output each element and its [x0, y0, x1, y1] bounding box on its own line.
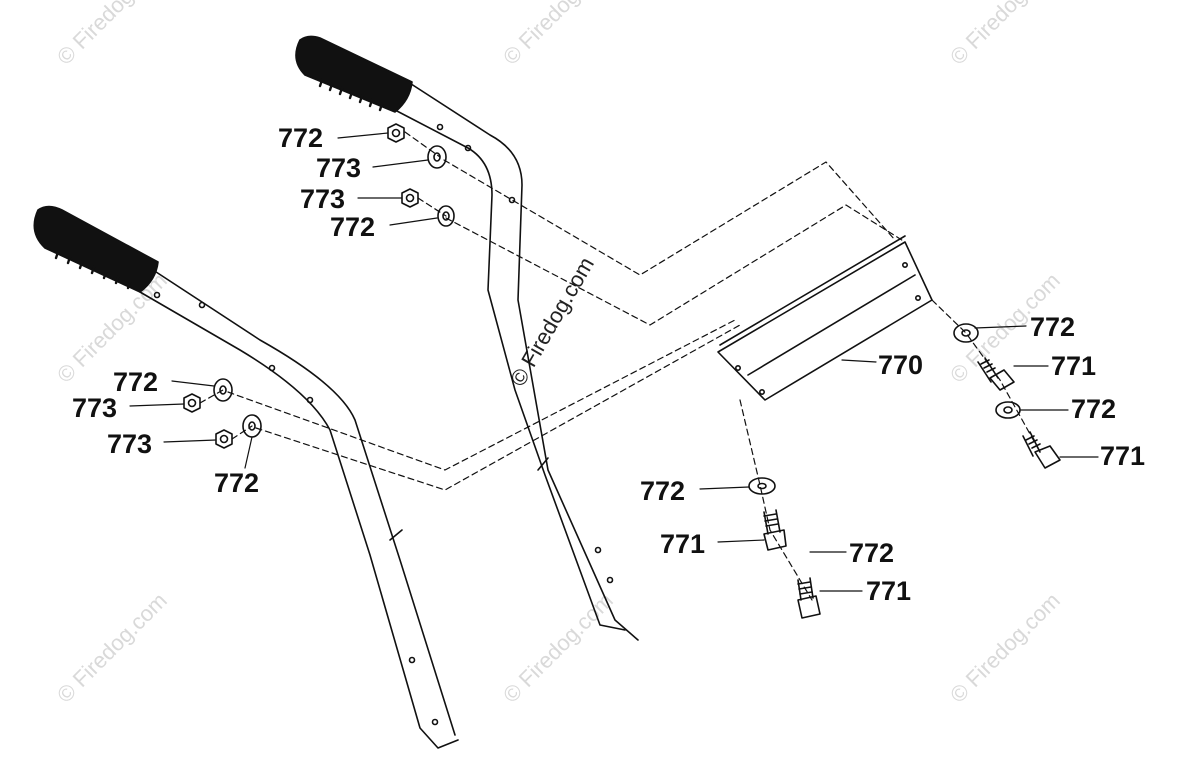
right-hardware [953, 323, 1061, 469]
callout-772-washer-lower: 772 [113, 367, 159, 397]
lower-handle [33, 205, 459, 749]
callout-772-washer-right: 772 [1030, 312, 1076, 342]
callout-773-washer-upper: 773 [316, 153, 362, 183]
lower-hardware [183, 378, 262, 449]
callout-771-bolt-center: 771 [660, 529, 706, 559]
callout-772-washer-center: 772 [640, 476, 686, 506]
callout-772-washer-center-2: 772 [849, 538, 895, 568]
callout-772-washer-right-2: 772 [1071, 394, 1117, 424]
upper-hardware [387, 123, 455, 227]
callout-772-nut-upper: 772 [278, 123, 324, 153]
callout-771-bolt-right: 771 [1051, 351, 1097, 381]
leader-lines [129, 132, 1099, 592]
upper-handle [295, 35, 639, 641]
bracket-770 [717, 235, 933, 401]
callout-773-nut-upper-2: 773 [300, 184, 346, 214]
callout-772-washer-upper-2: 772 [330, 212, 376, 242]
callout-770-bracket: 770 [878, 350, 924, 380]
callout-771-bolt-right-2: 771 [1100, 441, 1146, 471]
callout-771-bolt-bottom: 771 [866, 576, 912, 606]
callout-772-washer-lower-2: 772 [214, 468, 260, 498]
callout-773-nut-lower-2: 773 [107, 429, 153, 459]
assembly-lines [199, 131, 1041, 601]
center-hardware [748, 477, 821, 619]
callout-773-nut-lower: 773 [72, 393, 118, 423]
